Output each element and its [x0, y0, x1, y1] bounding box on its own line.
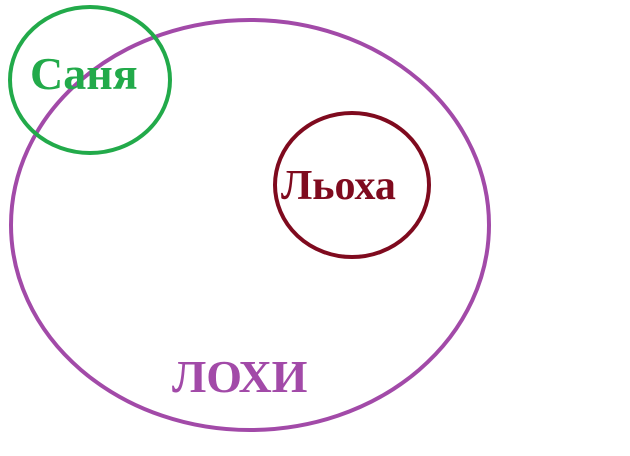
set-lyokha-label: Льоха [281, 163, 396, 209]
set-lokhi-label: ЛОХИ [172, 351, 308, 402]
set-sanya-circle [8, 5, 172, 155]
set-lokhi-ellipse [9, 18, 491, 432]
set-lyokha-circle [273, 111, 431, 259]
set-sanya-label: Саня [30, 48, 138, 99]
